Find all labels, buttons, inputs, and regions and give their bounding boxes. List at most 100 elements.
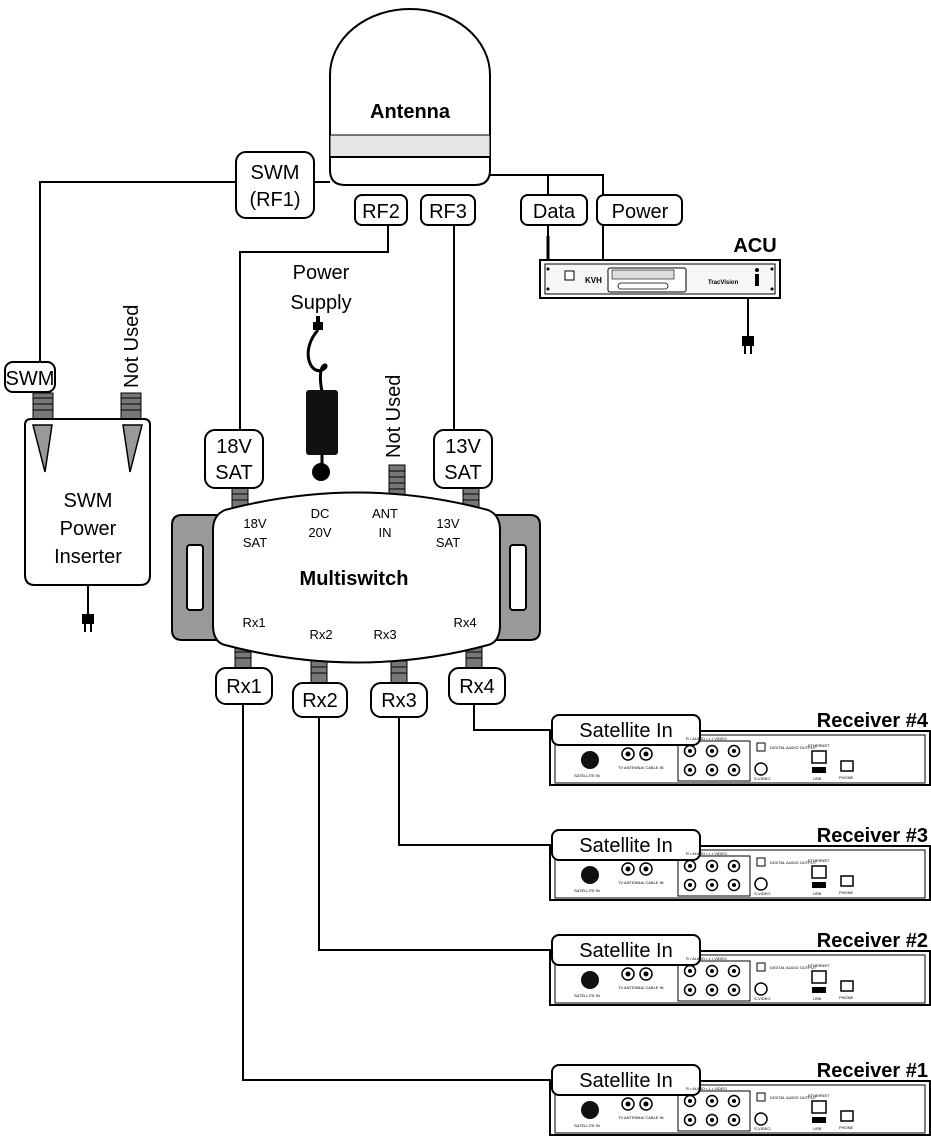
receiver-3-usb-label: USB [813,891,822,896]
receiver-2-title: Receiver #2 [817,930,928,952]
antenna-port-tags: RF2 RF3 Data Power SWM (RF1) [235,151,683,226]
receiver-4: Satellite In Receiver #4 SATELLITE IN TV… [549,710,931,786]
multiswitch-input-tags: 18V SAT 13V SAT [204,429,493,489]
power-tag: Power [612,201,669,223]
tag-rx4: Rx4 [459,676,495,698]
swm-tag: SWM [6,368,55,390]
tag-rx3: Rx3 [381,690,417,712]
receiver-2-usb-label: USB [813,996,822,1001]
receiver-2-digital-label: DIGITAL AUDIO OUTPUT [770,965,817,970]
receiver-2-input: Satellite In [579,940,672,962]
swm-rf1-line2: (RF1) [249,189,300,211]
receiver-2-sat-label: SATELLITE IN [574,993,600,998]
receiver-4-title: Receiver #4 [817,710,929,732]
receiver-4-ethernet-label: ETHERNET [808,743,830,748]
acu-label: ACU [733,235,776,257]
wire-rf2 [239,222,389,432]
receiver-2-phone-label: PHONE [839,995,854,1000]
receiver-1-usb-label: USB [813,1126,822,1131]
tag-rx1: Rx1 [226,676,262,698]
wire-power [490,174,604,262]
antenna-label: Antenna [370,101,451,123]
ms-ant-line1: ANT [372,506,398,521]
rx-tags: Rx1 Rx2 Rx3 Rx4 [215,667,506,718]
receiver-3-sat-label: SATELLITE IN [574,888,600,893]
receiver-3-ethernet-label: ETHERNET [808,858,830,863]
receiver-3-title: Receiver #3 [817,825,928,847]
receiver-3: Satellite In Receiver #3 SATELLITE IN TV… [549,825,931,901]
receiver-1-svideo-label: S-VIDEO [754,1126,770,1131]
tag-rx2: Rx2 [302,690,338,712]
tag-18v-line1: 18V [216,436,252,458]
receiver-4-sat-label: SATELLITE IN [574,773,600,778]
receiver-1-title: Receiver #1 [817,1060,928,1082]
receiver-1-digital-label: DIGITAL AUDIO OUTPUT [770,1095,817,1100]
receiver-3-phone-label: PHONE [839,890,854,895]
receiver-2-audio-label: R • AUDIO • L • VIDEO [686,956,727,961]
receiver-1-audio-label: R • AUDIO • L • VIDEO [686,1086,727,1091]
wire-rx2 [318,715,552,951]
ms-out-rx1: Rx1 [242,615,265,630]
power-supply-line1: Power [293,262,350,284]
acu: ACU KVH TracVision [539,235,781,355]
receiver-1-ant-label: TV ANTENNA/ CABLE IN [618,1115,664,1120]
swm-power-inserter: SWM Not Used SWM Power Inserter [4,305,151,633]
receiver-3-digital-label: DIGITAL AUDIO OUTPUT [770,860,817,865]
receiver-1: Satellite In Receiver #1 SATELLITE IN TV… [549,1060,931,1136]
rf2-tag: RF2 [362,201,400,223]
receiver-4-digital-label: DIGITAL AUDIO OUTPUT [770,745,817,750]
receiver-1-input: Satellite In [579,1070,672,1092]
inserter-line2: Power [60,518,117,540]
receiver-4-audio-label: R • AUDIO • L • VIDEO [686,736,727,741]
inserter-line1: SWM [64,490,113,512]
wires [39,174,604,1081]
receiver-1-ethernet-label: ETHERNET [808,1093,830,1098]
swm-rf1-line1: SWM [251,162,300,184]
antenna: Antenna [329,8,491,186]
receiver-2-svideo-label: S-VIDEO [754,996,770,1001]
wire-rx4 [473,704,552,731]
wire-rx1 [242,704,552,1081]
data-tag: Data [533,201,576,223]
acu-brand-left: KVH [585,276,602,285]
inserter-line3: Inserter [54,546,122,568]
rf3-tag: RF3 [429,201,467,223]
ms-in-18v-line2: SAT [243,535,267,550]
ms-in-13v-line1: 13V [436,516,459,531]
multiswitch: 18V SAT DC 20V ANT IN 13V SAT Multiswitc… [171,375,541,684]
ms-out-rx3: Rx3 [373,627,396,642]
receiver-2: Satellite In Receiver #2 SATELLITE IN TV… [549,930,931,1006]
tag-18v-line2: SAT [215,462,252,484]
receiver-2-ant-label: TV ANTENNA/ CABLE IN [618,985,664,990]
ms-ant-line2: IN [379,525,392,540]
receiver-3-audio-label: R • AUDIO • L • VIDEO [686,851,727,856]
inserter-not-used: Not Used [121,305,143,388]
ms-out-rx2: Rx2 [309,627,332,642]
ms-dc-line2: 20V [308,525,331,540]
tag-13v-line2: SAT [444,462,481,484]
receiver-3-svideo-label: S-VIDEO [754,891,770,896]
receiver-3-input: Satellite In [579,835,672,857]
ms-in-18v-line1: 18V [243,516,266,531]
ms-not-used: Not Used [383,375,405,458]
tag-13v-line1: 13V [445,436,481,458]
power-supply: Power Supply [290,262,352,481]
ms-dc-line1: DC [311,506,330,521]
receiver-4-input: Satellite In [579,720,672,742]
receiver-1-phone-label: PHONE [839,1125,854,1130]
wire-swm [39,181,330,365]
ms-in-13v-line2: SAT [436,535,460,550]
receiver-4-ant-label: TV ANTENNA/ CABLE IN [618,765,664,770]
multiswitch-label: Multiswitch [300,568,409,590]
ms-out-rx4: Rx4 [453,615,476,630]
receiver-4-phone-label: PHONE [839,775,854,780]
receiver-3-ant-label: TV ANTENNA/ CABLE IN [618,880,664,885]
acu-brand-right: TracVision [708,280,739,286]
receiver-1-sat-label: SATELLITE IN [574,1123,600,1128]
power-supply-line2: Supply [290,292,351,314]
receiver-2-ethernet-label: ETHERNET [808,963,830,968]
wire-rx3 [398,715,552,846]
receiver-4-usb-label: USB [813,776,822,781]
